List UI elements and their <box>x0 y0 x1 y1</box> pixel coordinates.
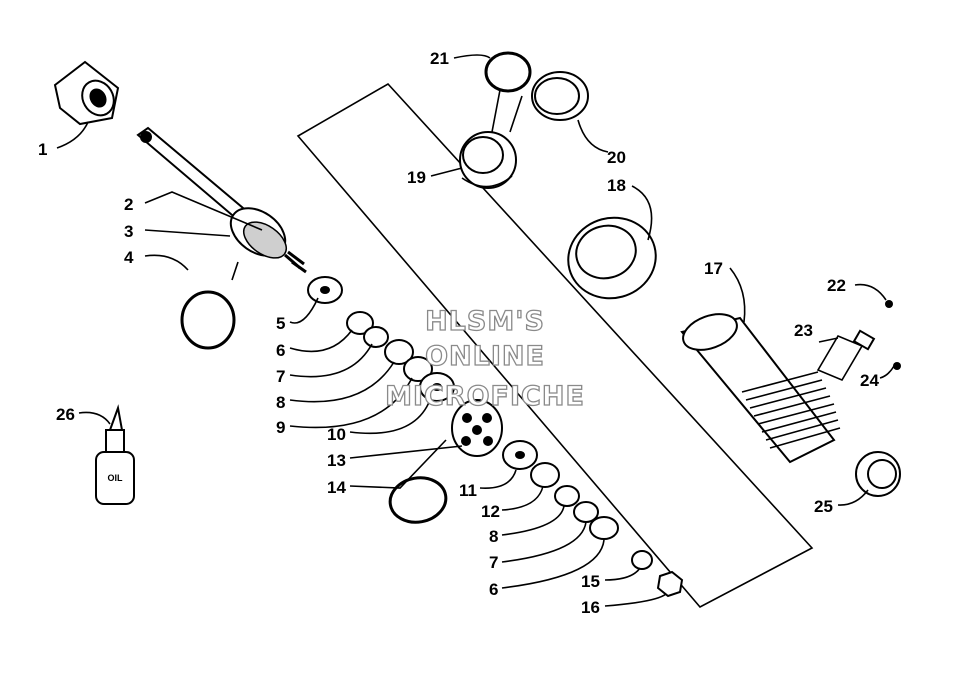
part-13-piston[interactable] <box>451 399 503 457</box>
part-3-seal-head[interactable] <box>222 198 307 274</box>
part-22-24-clip[interactable] <box>816 300 901 382</box>
callout-1: 1 <box>38 140 47 159</box>
callout-23: 23 <box>794 321 813 340</box>
part-25-bushing[interactable] <box>855 451 901 497</box>
callout-labels: 1 2 3 4 5 6 7 8 9 10 13 14 11 12 8 7 6 1… <box>38 49 879 617</box>
callout-14: 14 <box>327 478 346 497</box>
callout-15: 15 <box>581 572 600 591</box>
callout-10: 10 <box>327 425 346 444</box>
callout-18: 18 <box>607 176 626 195</box>
watermark: HLSM'S ONLINE MICROFICHE <box>384 305 585 412</box>
part-26-oil-bottle[interactable] <box>95 404 135 505</box>
callout-13: 13 <box>327 451 346 470</box>
callout-25: 25 <box>814 497 833 516</box>
callout-3: 3 <box>124 222 133 241</box>
callout-20: 20 <box>607 148 626 167</box>
callout-17: 17 <box>704 259 723 278</box>
watermark-line-3: MICROFICHE <box>385 381 585 412</box>
part-19-cap[interactable] <box>459 131 517 189</box>
callout-6b: 6 <box>489 580 498 599</box>
callout-26: 26 <box>56 405 75 424</box>
callout-22: 22 <box>827 276 846 295</box>
part-17-shock-body[interactable] <box>678 307 841 464</box>
washer-stack-left[interactable] <box>307 276 455 402</box>
part-20-ring[interactable] <box>531 71 589 121</box>
callout-24: 24 <box>860 371 879 390</box>
part-1-eyelet-bushing[interactable] <box>53 60 120 126</box>
part-4-o-ring[interactable] <box>180 290 236 350</box>
part-18-spring-retainer[interactable] <box>559 208 665 308</box>
callout-16: 16 <box>581 598 600 617</box>
callout-7b: 7 <box>489 553 498 572</box>
watermark-line-1: HLSM'S <box>425 306 545 337</box>
callout-8a: 8 <box>276 393 285 412</box>
callout-4: 4 <box>124 248 134 267</box>
callout-2: 2 <box>124 195 133 214</box>
callout-21: 21 <box>430 49 449 68</box>
callout-7a: 7 <box>276 367 285 386</box>
callout-5: 5 <box>276 314 285 333</box>
oil-bottle-label: OIL <box>108 473 124 483</box>
callout-19: 19 <box>407 168 426 187</box>
part-14-piston-ring[interactable] <box>387 473 450 526</box>
callout-9: 9 <box>276 418 285 437</box>
callout-11: 11 <box>459 481 477 500</box>
callout-8b: 8 <box>489 527 498 546</box>
callout-12: 12 <box>481 502 500 521</box>
assembly-outline <box>296 82 814 609</box>
callout-6a: 6 <box>276 341 285 360</box>
leader-lines <box>56 54 895 607</box>
washer-stack-right[interactable] <box>502 440 684 598</box>
watermark-line-2: ONLINE <box>425 341 545 372</box>
part-21-o-ring[interactable] <box>484 51 532 93</box>
